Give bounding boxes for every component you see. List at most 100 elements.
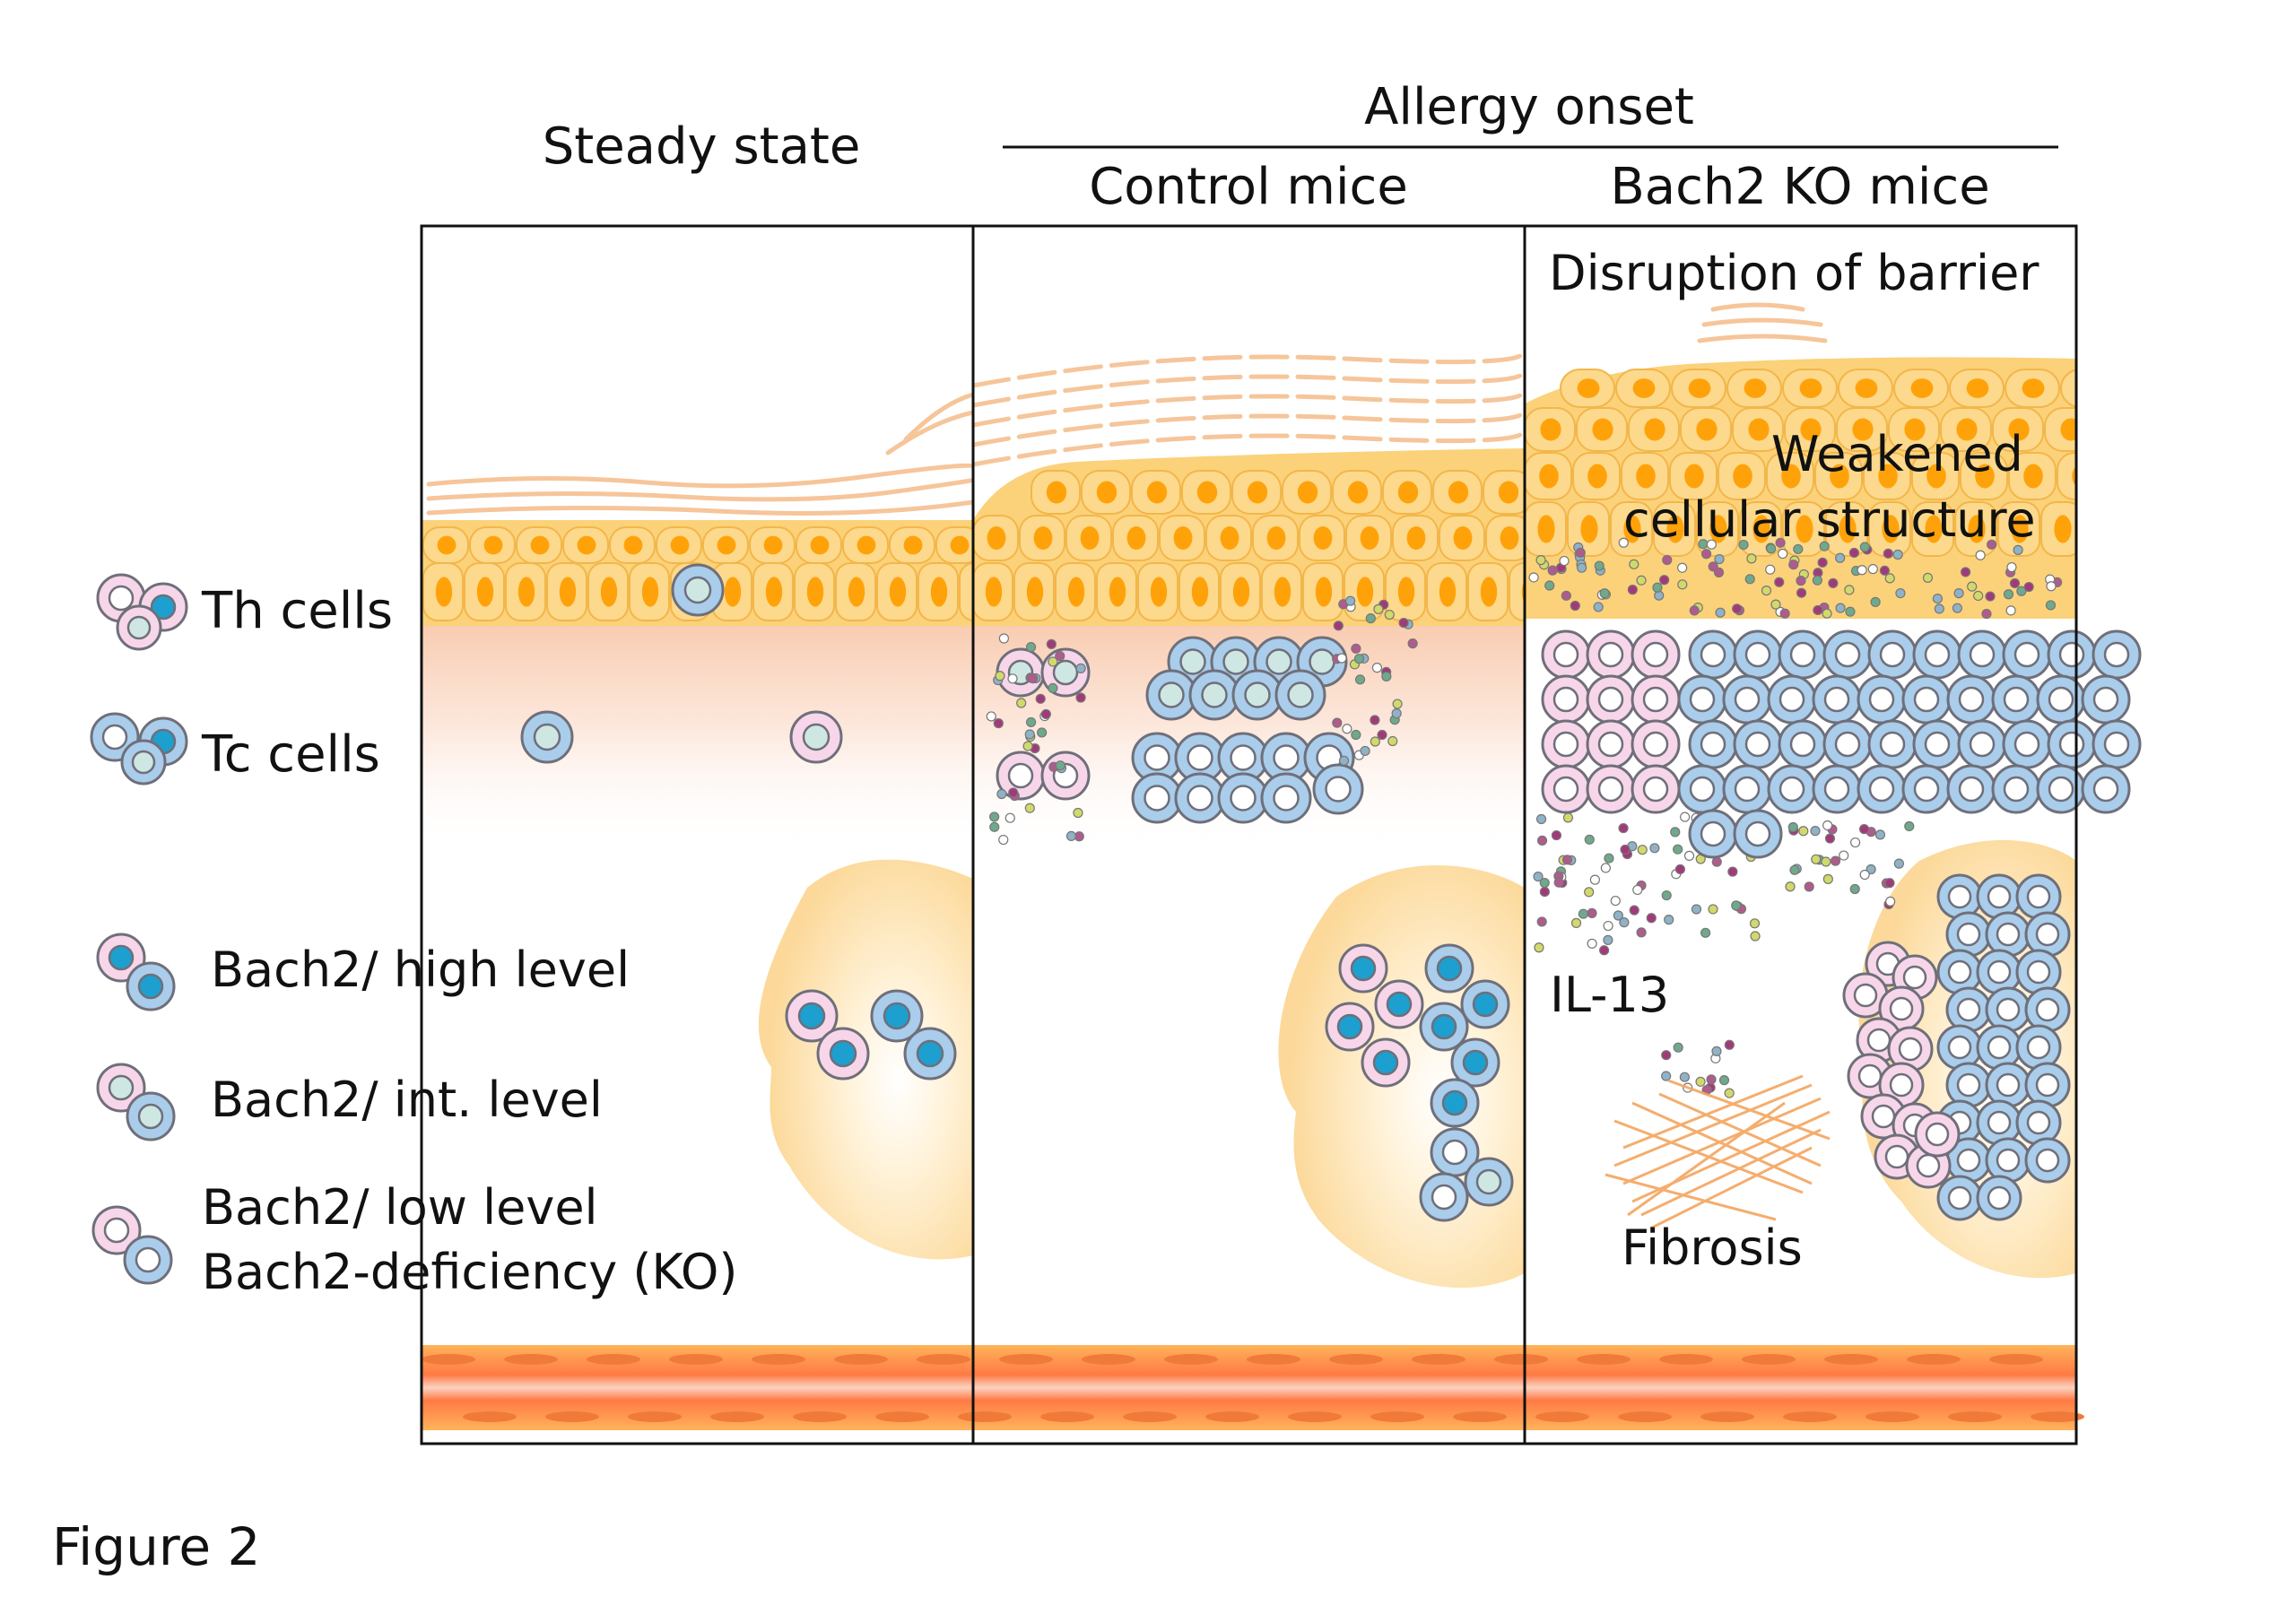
cytokine-dot — [1813, 604, 1823, 616]
cytokine-dot — [1407, 638, 1418, 649]
cytokine-dot — [2005, 605, 2016, 616]
cytokine-dot — [1819, 541, 1830, 551]
cytokine-dot — [1632, 884, 1643, 896]
cytokine-dot — [1603, 920, 1613, 932]
keratinocyte — [1732, 407, 1784, 452]
tc-cell — [1946, 674, 1996, 725]
keratinocyte — [2060, 369, 2076, 408]
cytokine-dot — [1649, 843, 1660, 854]
keratinocyte — [629, 562, 670, 621]
allergy-onset-title: Allergy onset — [1364, 78, 1694, 136]
endothelial-nucleus — [1577, 1354, 1631, 1365]
th-cell — [1040, 751, 1091, 801]
cytokine-dot — [1391, 707, 1402, 719]
th-cell — [1914, 1111, 1961, 1158]
tc-cell — [1188, 669, 1240, 721]
cytokine-dot — [1673, 844, 1683, 855]
cytokine-dot — [2003, 589, 2014, 600]
cytokine-dot — [1822, 873, 1833, 884]
tc-cell — [2015, 1099, 2062, 1146]
keratinocyte — [1181, 470, 1231, 515]
endothelial-nucleus — [1412, 1354, 1465, 1365]
tc-cell — [123, 1235, 173, 1285]
tc-cell — [2036, 764, 2086, 814]
keratinocyte — [876, 562, 918, 621]
tc-cell — [1778, 629, 1828, 680]
cytokine-dot — [1664, 915, 1674, 925]
cytokine-dot — [1577, 562, 1587, 573]
cytokine-dot — [1744, 574, 1755, 585]
figure-label: Figure 2 — [52, 1516, 260, 1577]
endothelial-nucleus — [1783, 1411, 1837, 1422]
endothelial-nucleus — [1494, 1354, 1548, 1365]
keratinocyte — [609, 526, 656, 564]
cytokine-dot — [1812, 575, 1822, 586]
cytokine-dot — [1932, 593, 1943, 604]
tc-cell — [1812, 764, 1862, 814]
cytokine-dot — [1075, 663, 1086, 673]
cytokine-dot — [1075, 692, 1086, 703]
tc-cell — [1174, 772, 1226, 824]
keratinocyte — [1432, 470, 1483, 515]
cytokine-dot — [1629, 559, 1639, 569]
cytokine-dots — [1528, 537, 2063, 1098]
cytokine-dot — [1708, 561, 1718, 572]
steady-state-title: Steady state — [543, 117, 861, 176]
cytokine-dot — [1774, 577, 1785, 587]
keratinocyte — [1560, 369, 1615, 408]
stratum-corneum — [426, 392, 973, 516]
keratinocyte — [1782, 369, 1838, 408]
cytokine-dot — [1377, 729, 1387, 741]
endothelial-nucleus — [2031, 1411, 2084, 1422]
cytokine-dot — [1620, 844, 1631, 855]
cytokine-dot — [1587, 907, 1597, 918]
cytokine-dot — [1562, 812, 1574, 823]
tc-cell — [1976, 1175, 2022, 1221]
keratinocyte — [835, 562, 876, 621]
endothelial-nucleus — [710, 1411, 764, 1422]
endothelial-nucleus — [504, 1354, 558, 1365]
keratinocyte — [1332, 470, 1382, 515]
tc-cell — [1985, 1062, 2031, 1108]
keratinocyte — [1576, 407, 1628, 452]
keratinocyte — [1382, 470, 1432, 515]
cytokine-dot — [1785, 881, 1796, 892]
cytokine-dot — [1351, 643, 1361, 654]
cytokine-dot — [1627, 585, 1638, 595]
cytokine-dot — [1732, 603, 1743, 614]
keratinocyte — [422, 526, 469, 564]
panel-frames — [420, 224, 2078, 1445]
cytokine-dot — [998, 633, 1009, 644]
endothelial-nucleus — [669, 1354, 723, 1365]
tc-cell — [1688, 719, 1738, 769]
tc-cell — [1677, 764, 1727, 814]
cytokine-dot — [1561, 590, 1571, 601]
cytokine-dot — [1028, 673, 1039, 684]
tc-cell — [1231, 669, 1283, 721]
tc-cell — [671, 563, 725, 617]
cytokine-dot — [1981, 608, 1992, 620]
cytokine-dot — [1987, 539, 1997, 550]
cytokine-dot — [1817, 557, 1828, 568]
endothelial-nucleus — [1288, 1411, 1342, 1422]
cytokine-dot — [1055, 760, 1065, 771]
tc-cell — [1976, 949, 2022, 995]
th-cell — [1586, 764, 1636, 814]
cytokine-dot — [1662, 554, 1673, 566]
cytokine-dot — [1646, 913, 1657, 924]
cytokine-dot — [1654, 590, 1665, 601]
endothelial-nucleus — [1700, 1411, 1754, 1422]
cytokine-dot — [1677, 562, 1688, 573]
cytokine-dot — [2009, 577, 2021, 589]
endothelial-nucleus — [752, 1354, 805, 1365]
keratinocyte — [1112, 515, 1159, 561]
cytokine-dot — [1724, 1039, 1735, 1050]
cytokine-dot — [1884, 878, 1895, 889]
tc-cell — [1867, 629, 1918, 680]
keratinocyte — [842, 526, 889, 564]
keratinocyte — [516, 526, 562, 564]
th-cell — [996, 647, 1046, 698]
cytokine-dot — [1536, 835, 1548, 846]
cytokine-dot — [1727, 866, 1738, 877]
tc-cell — [2024, 911, 2071, 958]
